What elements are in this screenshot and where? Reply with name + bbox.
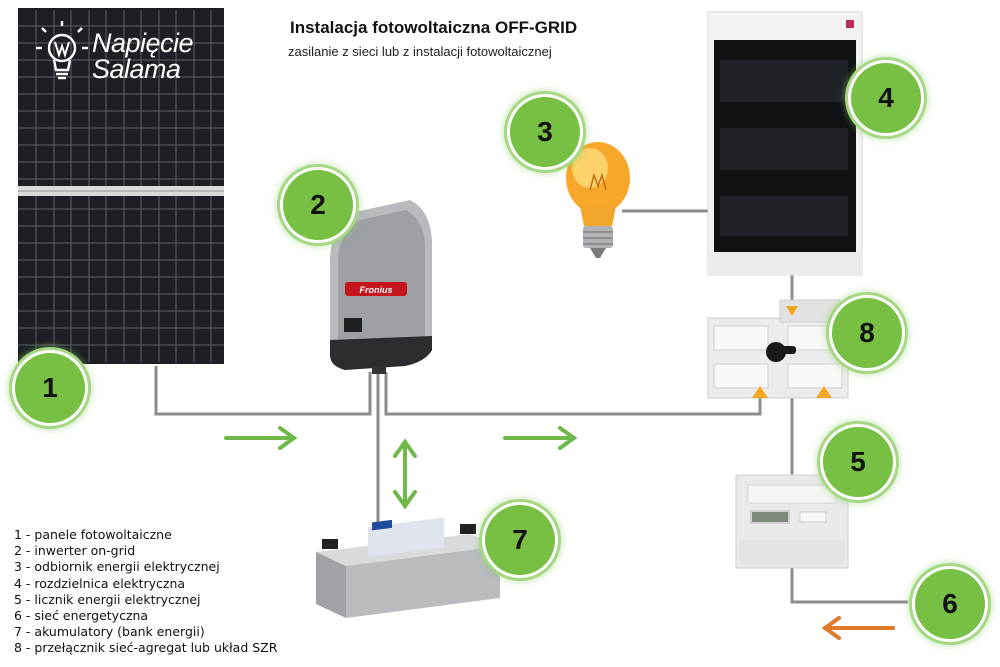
legend-item: 2 - inwerter on-grid xyxy=(14,543,136,559)
brand-logo: Napięcie Salama xyxy=(92,28,194,84)
battery xyxy=(316,517,500,618)
bidirectional-arrow xyxy=(393,438,417,510)
distribution-board xyxy=(707,11,863,276)
badge-6: 6 xyxy=(915,569,985,639)
badge-2: 2 xyxy=(283,170,353,240)
badge-8: 8 xyxy=(832,298,902,368)
inverter-brand-label: Fronius xyxy=(360,285,393,295)
solar-panel xyxy=(18,8,224,364)
diagram-subtitle: zasilanie z sieci lub z instalacji fotow… xyxy=(288,44,552,59)
wiring xyxy=(154,209,908,604)
lightbulb-logo-icon xyxy=(36,21,88,80)
flow-arrow-right-1 xyxy=(224,426,298,450)
changeover-switch xyxy=(707,299,849,399)
flow-arrow-left-grid xyxy=(821,616,895,640)
badge-4: 4 xyxy=(851,63,921,133)
logo-line-2: Salama xyxy=(92,54,181,84)
legend-item: 1 - panele fotowoltaiczne xyxy=(14,527,172,542)
diagram-title: Instalacja fotowoltaiczna OFF-GRID xyxy=(290,18,578,37)
inverter: Fronius xyxy=(330,200,432,374)
legend-item: 8 - przełącznik sieć-agregat lub układ S… xyxy=(14,640,278,656)
legend-item: 3 - odbiornik energii elektrycznej xyxy=(14,559,220,575)
legend-item: 7 - akumulatory (bank energii) xyxy=(14,624,205,640)
legend-item: 5 - licznik energii elektrycznej xyxy=(14,591,201,607)
badge-3: 3 xyxy=(510,97,580,167)
flow-arrow-right-2 xyxy=(503,426,578,450)
legend-item: 4 - rozdzielnica elektryczna xyxy=(14,575,186,591)
legend: 1 - panele fotowoltaiczne 2 - inwerter o… xyxy=(14,527,277,657)
light-bulb xyxy=(566,142,630,258)
badge-5: 5 xyxy=(823,427,893,497)
badge-7: 7 xyxy=(485,505,555,575)
legend-item: 6 - sieć energetyczna xyxy=(14,608,149,624)
energy-meter xyxy=(735,474,849,569)
logo-line-1: Napięcie xyxy=(92,28,194,58)
badge-1: 1 xyxy=(15,353,85,423)
